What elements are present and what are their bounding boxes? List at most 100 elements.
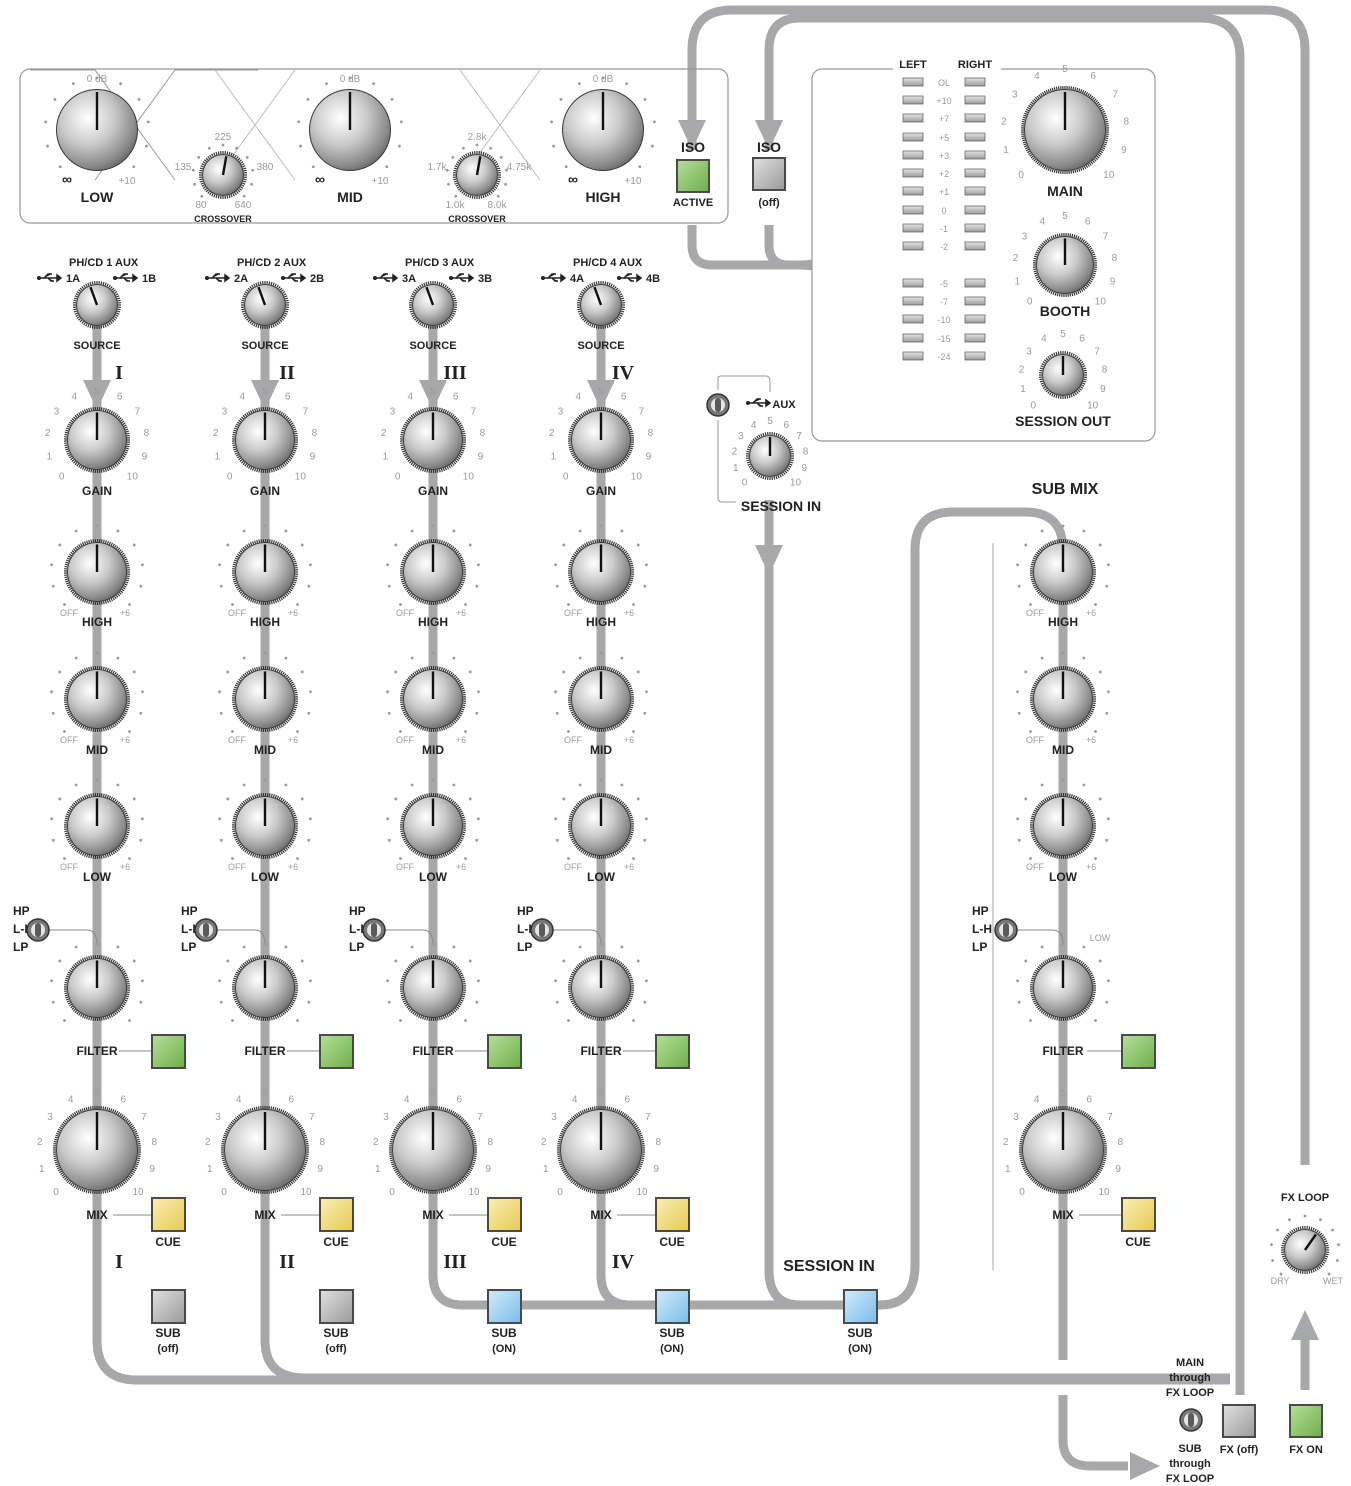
gain-knob[interactable] [399, 406, 466, 474]
crossover-knob[interactable] [199, 151, 247, 199]
filter-dots [1016, 940, 1110, 1022]
fx-route-toggle[interactable] [1179, 1408, 1203, 1432]
mix-knob[interactable] [53, 1106, 141, 1194]
knob-grip [583, 319, 587, 323]
session-in-knob[interactable] [746, 432, 794, 480]
knob-grip [1041, 384, 1045, 387]
filter-knob[interactable] [567, 954, 634, 1022]
source-selector-knob[interactable] [409, 281, 457, 329]
knob-grip [199, 180, 204, 183]
eq-low-knob[interactable] [231, 792, 298, 860]
knob-grip [449, 1186, 453, 1191]
knob-grip [278, 1014, 282, 1018]
filter-mode-toggle[interactable] [530, 918, 554, 942]
fx-off-button[interactable] [1222, 1404, 1256, 1438]
eq-mid-knob[interactable] [231, 665, 298, 733]
gain-knob[interactable] [231, 406, 298, 474]
knob-grip [629, 997, 633, 1000]
knob-grip [394, 1126, 399, 1130]
knob-grip [258, 1017, 261, 1021]
iso-mid-knob[interactable] [309, 89, 391, 171]
submix-eq-low-knob[interactable] [1029, 792, 1096, 860]
eq-mid-knob[interactable] [399, 665, 466, 733]
gain-knob[interactable] [63, 406, 130, 474]
knob-grip [291, 453, 295, 456]
submix-mix-knob[interactable] [1019, 1106, 1107, 1194]
cue-button[interactable] [319, 1197, 354, 1232]
eq-high-knob[interactable] [231, 538, 298, 606]
submix-filter-button[interactable] [1121, 1034, 1156, 1069]
session-out-knob[interactable] [1039, 351, 1087, 399]
filter-on-button[interactable] [151, 1034, 186, 1069]
mix-knob[interactable] [221, 1106, 309, 1194]
iso-active-button[interactable] [676, 159, 710, 193]
knob-grip [406, 716, 410, 720]
cue-button[interactable] [487, 1197, 522, 1232]
source-selector-knob[interactable] [73, 281, 121, 329]
iso-high-knob[interactable] [562, 89, 644, 171]
eq-high-knob[interactable] [399, 538, 466, 606]
knob-grip [414, 544, 417, 548]
eq-low-knob[interactable] [63, 792, 130, 860]
sub-assign-button[interactable] [655, 1289, 690, 1324]
eq-high-knob[interactable] [567, 538, 634, 606]
cue-button[interactable] [151, 1197, 186, 1232]
eq-mid-knob[interactable] [567, 665, 634, 733]
eq-mid-knob[interactable] [63, 665, 130, 733]
sub-assign-button[interactable] [487, 1289, 522, 1324]
toggle-lever [715, 398, 721, 412]
submix-eq-mid-knob[interactable] [1029, 665, 1096, 733]
filter-mode-toggle[interactable] [194, 918, 218, 942]
submix-eq-high-knob[interactable] [1029, 538, 1096, 606]
submix-cue-button[interactable] [1121, 1197, 1156, 1232]
session-in-source-toggle[interactable] [706, 393, 730, 417]
filter-knob[interactable] [231, 954, 298, 1022]
filter-knob[interactable] [399, 954, 466, 1022]
scale-dot [387, 711, 391, 715]
fx-dry-wet-knob[interactable] [1281, 1226, 1329, 1274]
main-output-knob[interactable] [1021, 86, 1109, 174]
knob-grip [402, 427, 406, 430]
filter-on-button[interactable] [319, 1034, 354, 1069]
sub-assign-button[interactable] [151, 1289, 186, 1324]
knob-grip [1053, 1190, 1056, 1194]
submix-filter-knob[interactable] [1029, 954, 1096, 1022]
scale-dot [71, 82, 75, 86]
knob-grip [415, 287, 419, 291]
knob-grip [578, 414, 582, 418]
scale-dot [394, 959, 398, 963]
eq-plus-label: +6 [456, 735, 466, 745]
mix-knob[interactable] [557, 1106, 645, 1194]
filter-mode-toggle[interactable] [26, 918, 50, 942]
filter-knob[interactable] [63, 954, 130, 1022]
knob-grip [66, 452, 71, 455]
crossover-knob[interactable] [453, 151, 501, 199]
session-in-sub-button[interactable] [843, 1289, 878, 1324]
booth-output-knob[interactable] [1033, 232, 1097, 298]
knob-grip [427, 325, 430, 329]
iso-low-knob[interactable] [56, 89, 138, 171]
source-selector-knob[interactable] [577, 281, 625, 329]
iso-off-button[interactable] [752, 157, 786, 191]
mix-knob[interactable] [389, 1106, 477, 1194]
knob-grip [276, 726, 280, 730]
knob-grip [242, 962, 246, 966]
knob-grip [66, 838, 71, 841]
fx-on-button[interactable] [1289, 1404, 1323, 1438]
gain-knob[interactable] [567, 406, 634, 474]
cue-button[interactable] [655, 1197, 690, 1232]
meter-scale-label: -5 [940, 279, 948, 289]
filter-on-button[interactable] [487, 1034, 522, 1069]
filter-on-button[interactable] [655, 1034, 690, 1069]
knob-grip [246, 317, 250, 321]
knob-grip [256, 407, 259, 412]
eq-low-knob[interactable] [399, 792, 466, 860]
knob-grip [444, 467, 448, 471]
eq-high-knob[interactable] [63, 538, 130, 606]
eq-low-knob[interactable] [567, 792, 634, 860]
sub-assign-button[interactable] [319, 1289, 354, 1324]
source-selector-knob[interactable] [241, 281, 289, 329]
knob-grip [1090, 999, 1094, 1002]
submix-filter-toggle[interactable] [994, 918, 1018, 942]
filter-mode-toggle[interactable] [362, 918, 386, 942]
